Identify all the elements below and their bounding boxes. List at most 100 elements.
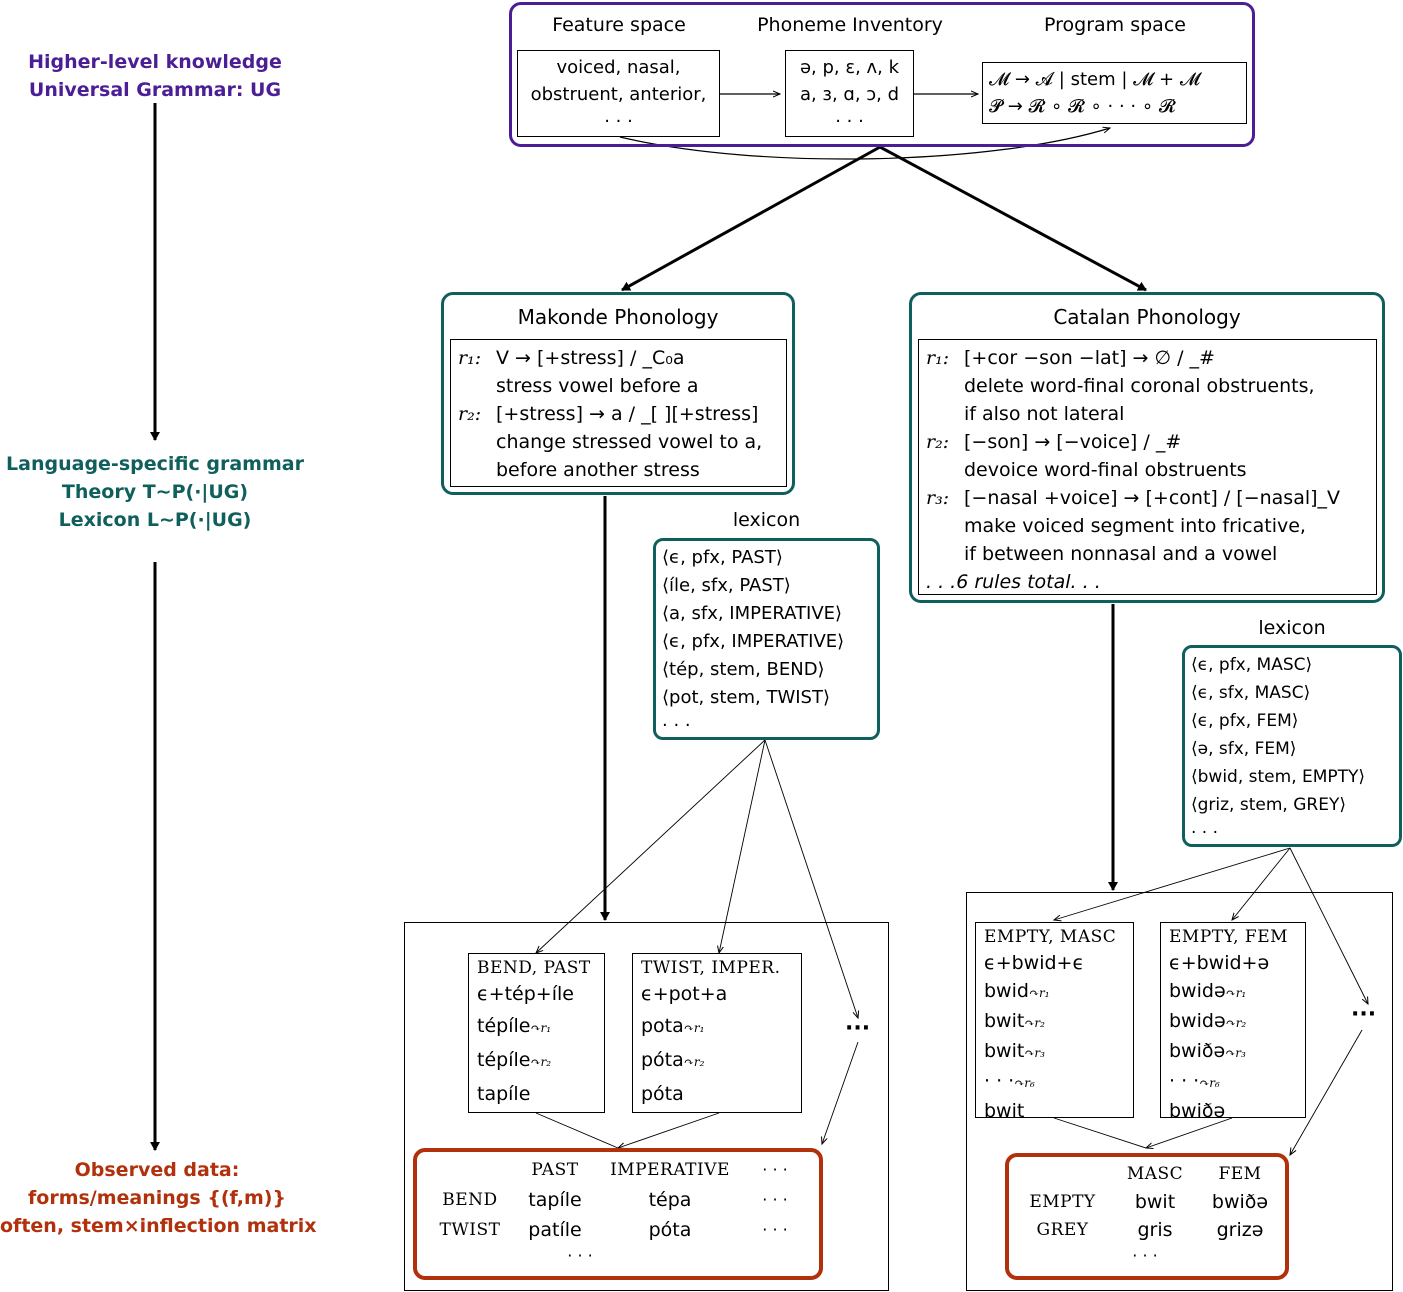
lexicon-entry: ⟨pot, stem, TWIST⟩ [662, 687, 830, 708]
rule-mark: ↷r₃ [1225, 1046, 1246, 1060]
derivation-step: tépíle [477, 1015, 531, 1037]
program-line: 𝓜 → 𝓐 | stem | 𝓜 + 𝓜 [989, 69, 1200, 90]
derivation-step: bwidə [1169, 980, 1226, 1002]
matrix-cell: gris [1137, 1219, 1173, 1241]
derivation-header: BEND, PAST [477, 958, 591, 978]
rule-mark: ↷r₁ [1225, 986, 1247, 1000]
rule-mark: ↷r₁ [1028, 986, 1050, 1000]
derivation-step: póta [641, 1049, 684, 1071]
ca-lex-arrow-3 [1289, 847, 1368, 1004]
catalan-derivation-empty-masc: EMPTY, MASC ϵ+bwid+ϵ bwid↷r₁ bwit↷r₂ bwi… [975, 922, 1134, 1122]
observed-data-label: Observed data: forms/meanings {(f,m)} of… [0, 1156, 317, 1240]
rule-mark: ↷r₂ [1225, 1016, 1247, 1030]
derivation-step: ϵ+tép+íle [477, 983, 574, 1005]
lexicon-entry: ⟨ϵ, pfx, IMPERATIVE⟩ [662, 631, 845, 652]
matrix-more: · · · [567, 1246, 593, 1265]
matrix-cell: · · · [762, 1220, 788, 1239]
higher-level-line1: Higher-level knowledge [28, 51, 282, 73]
lexicon-entry: ⟨ə, sfx, FEM⟩ [1191, 739, 1297, 759]
program-line: 𝓟 → 𝓡 ∘ 𝓡 ∘ · · · ∘ 𝓡 [989, 96, 1176, 117]
matrix-cell: tapíle [528, 1189, 582, 1211]
matrix-cell: tépa [648, 1189, 692, 1211]
matrix-col-header: FEM [1218, 1164, 1262, 1184]
derivation-step: bwit [984, 1040, 1025, 1062]
higher-level-label: Higher-level knowledge Universal Grammar… [0, 48, 310, 104]
ca-deriv-arrow-1 [1053, 1117, 1147, 1149]
catalan-more-derivations: ··· [1351, 1002, 1377, 1027]
lexicon-entry: ⟨íle, sfx, PAST⟩ [662, 575, 791, 596]
makonde-title: Makonde Phonology [517, 305, 719, 329]
makonde-rule1-desc: stress vowel before a [496, 375, 699, 397]
rule-mark: ↷r₆ [1199, 1076, 1220, 1090]
makonde-rule2: [+stress] → a / _[ ][+stress] [496, 403, 759, 425]
derivation-step: ϵ+bwid+ϵ [984, 952, 1085, 974]
phoneme-inventory-header: Phoneme Inventory [757, 14, 943, 36]
matrix-row-label: GREY [1036, 1220, 1089, 1240]
phoneme-inventory-box: ə, p, ɛ, ʌ, k a, ɜ, ɑ, ɔ, d · · · [785, 50, 914, 137]
derivation-header: TWIST, IMPER. [641, 958, 781, 978]
rule-mark: ↷r₆ [1014, 1076, 1035, 1090]
catalan-rule1-desc: if also not lateral [964, 403, 1125, 425]
catalan-rule1-desc: delete word-final coronal obstruents, [964, 375, 1315, 397]
makonde-lexicon-box: ⟨ϵ, pfx, PAST⟩ ⟨íle, sfx, PAST⟩ ⟨a, sfx,… [653, 538, 880, 740]
matrix-row-label: TWIST [439, 1220, 501, 1240]
derivation-step: tapíle [477, 1083, 531, 1105]
makonde-rule2-desc: before another stress [496, 459, 700, 481]
derivation-step: tépíle [477, 1049, 531, 1071]
phoneme-line: · · · [835, 111, 864, 132]
matrix-cell: patíle [528, 1219, 582, 1241]
ca-lex-arrow-2 [1232, 847, 1291, 920]
makonde-lexicon-label: lexicon [732, 509, 801, 531]
derivation-step: pota [641, 1015, 684, 1037]
makonde-rules-box [450, 339, 787, 487]
mk-deriv-arrow-1 [535, 1112, 619, 1149]
ca-lex-arrow-1 [1054, 847, 1291, 920]
grammar-line2: Theory T∼P(·|UG) [61, 481, 249, 503]
observed-line1: Observed data: [74, 1159, 240, 1181]
phoneme-line: ə, p, ɛ, ʌ, k [799, 57, 900, 78]
catalan-rules-footer: . . .6 rules total. . . [926, 571, 1101, 593]
catalan-rules-box [918, 339, 1377, 595]
derivation-header: EMPTY, FEM [1169, 927, 1289, 947]
derivation-step: ϵ+pot+a [641, 983, 728, 1005]
catalan-rule3-label: r₃: [926, 487, 950, 509]
catalan-lexicon-label: lexicon [1258, 617, 1326, 639]
lexicon-entry: ⟨bwid, stem, EMPTY⟩ [1191, 767, 1366, 787]
matrix-cell: póta [648, 1219, 692, 1241]
rule-mark: ↷r₁ [683, 1021, 705, 1035]
rule-mark: ↷r₂ [683, 1055, 705, 1069]
catalan-derivation-empty-fem: EMPTY, FEM ϵ+bwid+ə bwidə↷r₁ bwidə↷r₂ bw… [1160, 922, 1306, 1122]
catalan-phonology-box [909, 292, 1385, 603]
lexicon-entry: ⟨ϵ, sfx, MASC⟩ [1191, 683, 1311, 703]
matrix-col-header: MASC [1126, 1164, 1184, 1184]
makonde-rule1: V → [+stress] / _C₀a [496, 347, 685, 369]
makonde-more-derivations: ··· [845, 1016, 871, 1041]
derivation-step: ϵ+bwid+ə [1169, 952, 1270, 974]
matrix-col-header: · · · [762, 1160, 788, 1179]
makonde-rule1-label: r₁: [458, 347, 482, 369]
ug-to-catalan-arrow [879, 145, 1147, 292]
derivation-step: · · · [1169, 1070, 1200, 1092]
derivation-step: bwid [984, 980, 1029, 1002]
catalan-rule3: [−nasal +voice] → [+cont] / [−nasal]_V [964, 487, 1341, 509]
catalan-rule3-desc: make voiced segment into fricative, [964, 515, 1306, 537]
derivation-step: bwidə [1169, 1010, 1226, 1032]
feature-line: obstruent, anterior, [530, 84, 707, 105]
matrix-more: · · · [1132, 1246, 1158, 1265]
makonde-derivation-bend-past: BEND, PAST ϵ+tép+íle tépíle↷r₁ tépíle↷r₂… [468, 953, 605, 1113]
catalan-rule2-desc: devoice word-final obstruents [964, 459, 1247, 481]
makonde-rule2-label: r₂: [458, 403, 482, 425]
program-space-box: 𝓜 → 𝓐 | stem | 𝓜 + 𝓜 𝓟 → 𝓡 ∘ 𝓡 ∘ · · · ∘… [982, 62, 1247, 124]
mk-lex-arrow-3 [764, 739, 858, 1018]
matrix-col-header: IMPERATIVE [610, 1160, 730, 1180]
lexicon-entry: ⟨ϵ, pfx, PAST⟩ [662, 547, 783, 568]
rule-mark: ↷r₂ [530, 1055, 552, 1069]
feature-space-header: Feature space [552, 14, 686, 36]
makonde-phonology-box [441, 292, 795, 495]
derivation-step: póta [641, 1083, 684, 1105]
derivation-header: EMPTY, MASC [984, 927, 1117, 947]
rule-mark: ↷r₁ [530, 1021, 552, 1035]
lexicon-entry: ⟨tép, stem, BEND⟩ [662, 659, 825, 680]
derivation-step: bwiðə [1169, 1100, 1226, 1122]
